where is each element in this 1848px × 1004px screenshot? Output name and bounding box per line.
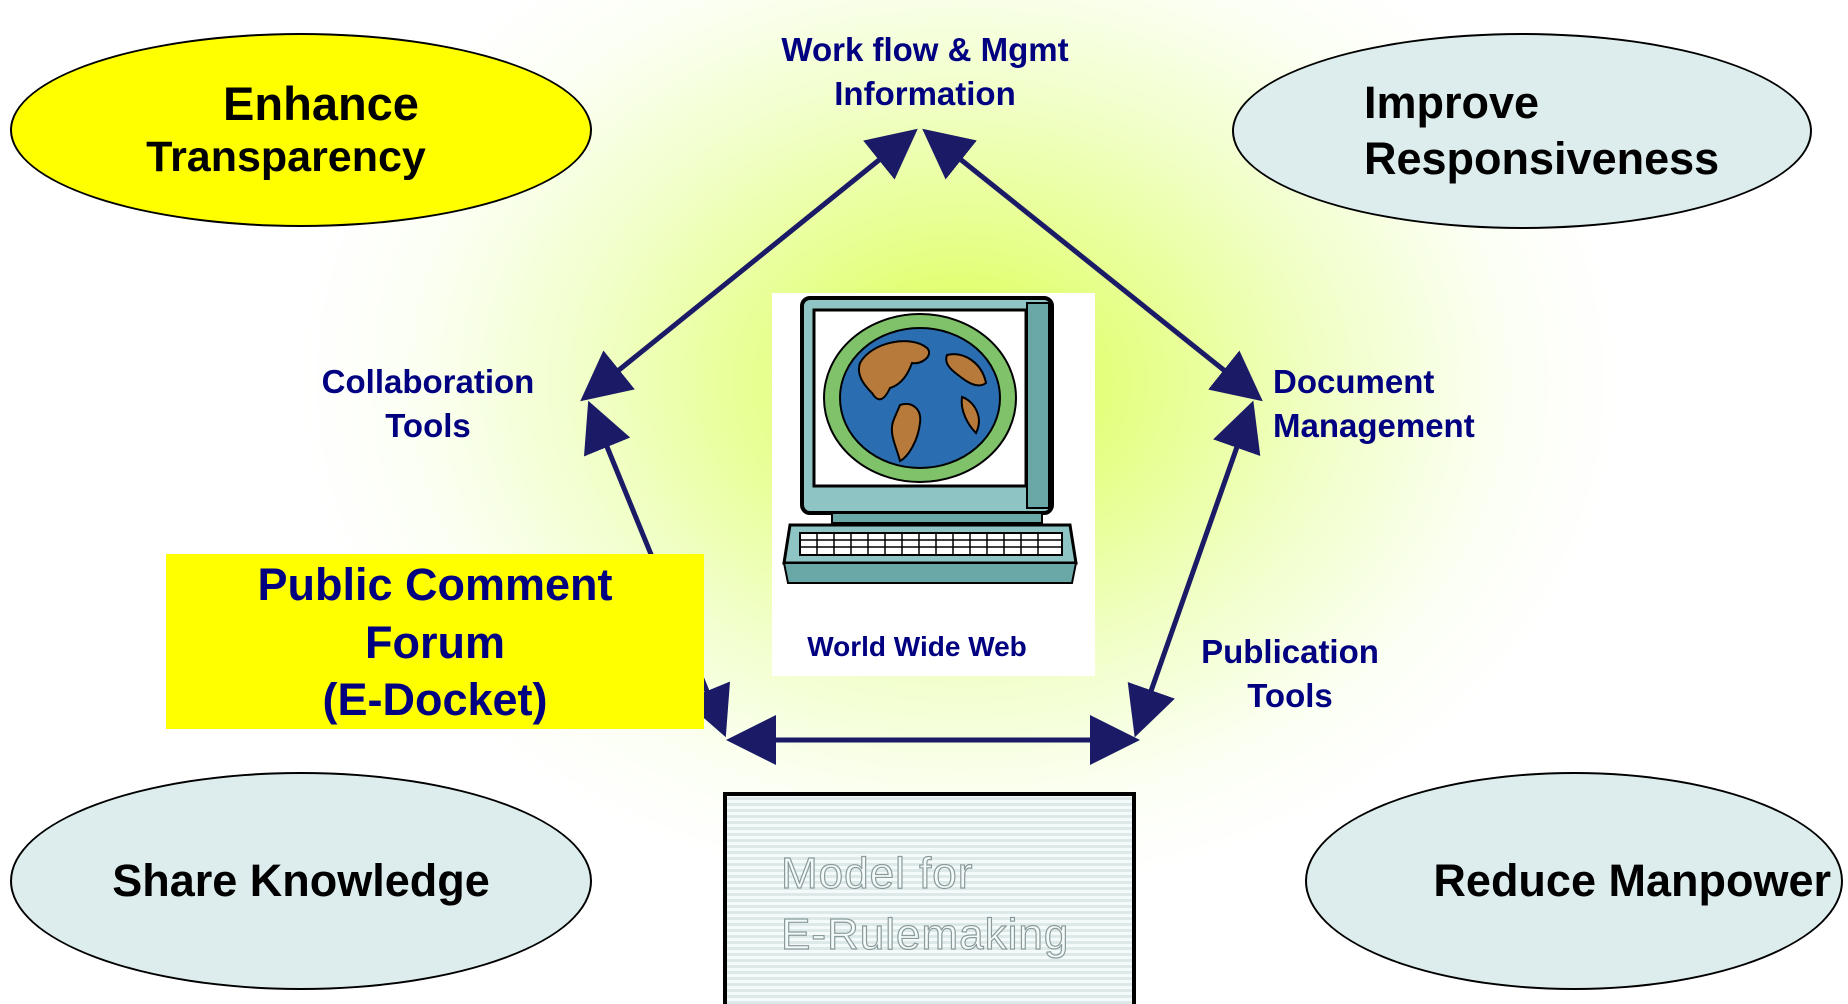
goal-reduce-manpower: Reduce Manpower: [1305, 772, 1843, 990]
world-wide-web-caption: World Wide Web: [807, 631, 1027, 662]
public-comment-line1: Public Comment: [257, 559, 613, 610]
goal-share-label: Share Knowledge: [112, 855, 490, 906]
label-collaboration-line2: Tools: [385, 406, 471, 444]
label-publication-line1: Publication: [1201, 633, 1379, 670]
goal-reduce-label: Reduce Manpower: [1433, 855, 1831, 906]
label-collaboration-line1: Collaboration: [321, 363, 535, 400]
arrow-workflow-collaboration: [580, 128, 918, 402]
arrow-workflow-document: [922, 128, 1263, 402]
goal-enhance-line2: Transparency: [146, 133, 426, 182]
goal-enhance-transparency: Enhance Transparency: [10, 33, 592, 227]
goal-improve-line1: Improve: [1364, 76, 1540, 128]
arrow-document-bottom: [1127, 400, 1261, 738]
label-document-line2: Management: [1273, 406, 1475, 444]
label-document-line1: Document: [1273, 363, 1435, 400]
model-box: Model for E-Rulemaking: [723, 792, 1136, 1004]
label-workflow-line1: Work flow & Mgmt: [781, 31, 1069, 68]
goal-improve-responsiveness: Improve Responsiveness: [1232, 33, 1812, 229]
label-workflow-line2: Information: [834, 74, 1016, 112]
goal-enhance-line1: Enhance: [223, 77, 419, 130]
public-comment-text: Public Comment Forum (E-Docket): [166, 556, 704, 729]
computer-globe-icon: [782, 296, 1078, 584]
label-document: Document Management: [1273, 360, 1533, 448]
label-publication-line2: Tools: [1247, 676, 1333, 714]
label-workflow: Work flow & Mgmt Information: [745, 28, 1105, 116]
label-collaboration: Collaboration Tools: [298, 360, 558, 448]
public-comment-line3: (E-Docket): [322, 674, 548, 726]
model-box-line2: E-Rulemaking: [780, 909, 1070, 959]
world-wide-web-card: World Wide Web: [772, 293, 1095, 676]
public-comment-forum: [166, 554, 704, 729]
public-comment-line2: Forum: [365, 616, 505, 668]
model-box-line1: Model for: [780, 848, 974, 898]
label-publication: Publication Tools: [1175, 630, 1405, 718]
model-box-text: Model for E-Rulemaking: [780, 844, 1070, 965]
goal-share-knowledge: Share Knowledge: [10, 772, 592, 990]
goal-improve-line2: Responsiveness: [1364, 133, 1720, 184]
